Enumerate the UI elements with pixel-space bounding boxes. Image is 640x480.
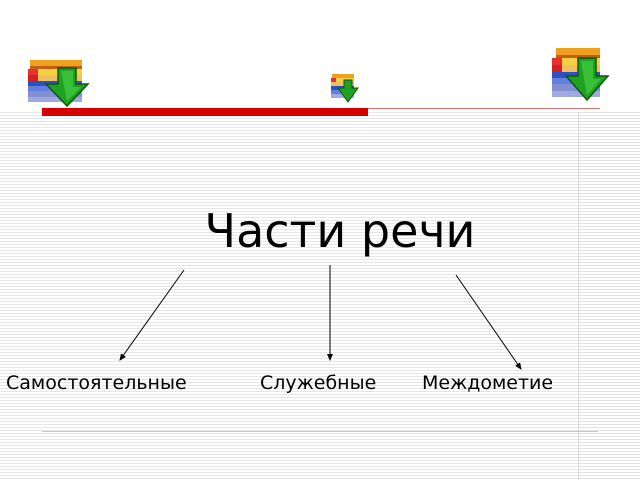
right-stripe-column	[578, 112, 640, 480]
download-books-icon	[552, 48, 610, 102]
arrow-to-mezhdometie	[455, 274, 522, 370]
footer-divider-line	[42, 431, 598, 432]
header-divider-line	[368, 108, 600, 109]
diagram-node-samostoyatelnye: Самостоятельные	[6, 372, 187, 394]
arrow-to-samostoyatelnye	[119, 269, 185, 361]
diagram-node-mezhdometie: Междометие	[422, 372, 554, 394]
diagram-root-title: Части речи	[204, 204, 476, 258]
diagram-node-sluzhebnye: Служебные	[260, 372, 377, 394]
red-accent-bar	[42, 108, 368, 116]
header-band	[0, 0, 640, 112]
download-books-icon	[28, 60, 90, 108]
slide-background	[0, 112, 640, 480]
download-books-icon	[331, 74, 359, 103]
